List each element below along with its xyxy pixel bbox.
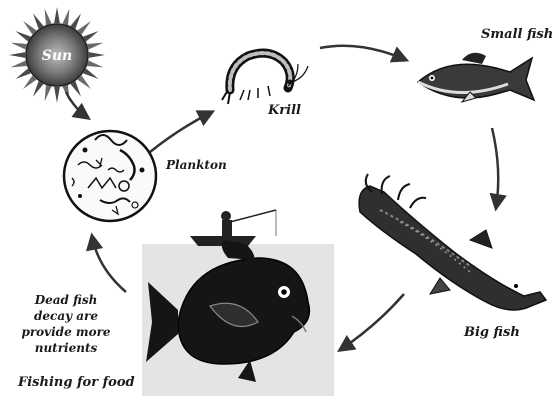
- dead-fish-label-line-4: nutrients: [35, 341, 98, 355]
- sun-ray: [45, 85, 52, 101]
- sun-ray: [15, 68, 30, 79]
- sun-ray: [89, 52, 105, 58]
- sun-ray: [70, 13, 81, 28]
- krill-icon: [222, 53, 308, 104]
- arrow-krill-to-small-fish: [320, 46, 406, 60]
- arrow-small-fish-to-big-fish: [492, 128, 498, 208]
- sun-ray: [62, 9, 69, 25]
- sun-ray: [33, 81, 44, 96]
- sun-ray: [54, 87, 60, 103]
- sun-ray: [83, 31, 98, 42]
- arrow-big-fish-to-fishing: [340, 294, 404, 350]
- sun-ray: [78, 76, 91, 89]
- sun-ray: [83, 68, 98, 79]
- sun-label: Sun: [42, 48, 72, 64]
- sun-ray: [78, 21, 91, 34]
- arrow-sun-to-plankton: [66, 92, 88, 118]
- sun-ray: [23, 76, 36, 89]
- small-fish-label: Small fish: [481, 27, 553, 42]
- big-fish-label: Big fish: [463, 325, 520, 340]
- sun-ray: [15, 31, 30, 42]
- big-fish-icon: [359, 174, 546, 310]
- sun-ray: [11, 43, 27, 50]
- dead-fish-label-line-2: decay are: [34, 309, 98, 323]
- sun-ray: [33, 13, 44, 28]
- sun-ray: [9, 52, 25, 58]
- arrow-plankton-to-krill: [150, 112, 212, 152]
- fishing-label: Fishing for food: [17, 375, 135, 390]
- fishing-scene: [142, 210, 334, 396]
- small-fish-icon: [418, 53, 534, 102]
- sun-ray: [45, 9, 52, 25]
- plankton-icon: [64, 131, 156, 221]
- dead-fish-label-line-1: Dead fish: [34, 293, 98, 307]
- sun-ray: [70, 81, 81, 96]
- krill-label: Krill: [267, 103, 301, 118]
- plankton-label: Plankton: [165, 158, 227, 172]
- sun-ray: [11, 60, 27, 67]
- arrow-dead-fish-to-plankton: [92, 236, 126, 292]
- sun-ray: [23, 21, 36, 34]
- sun-ray: [87, 60, 103, 67]
- dead-fish-label-line-3: provide more: [21, 325, 110, 339]
- sun-ray: [87, 43, 103, 50]
- sun-ray: [54, 7, 60, 23]
